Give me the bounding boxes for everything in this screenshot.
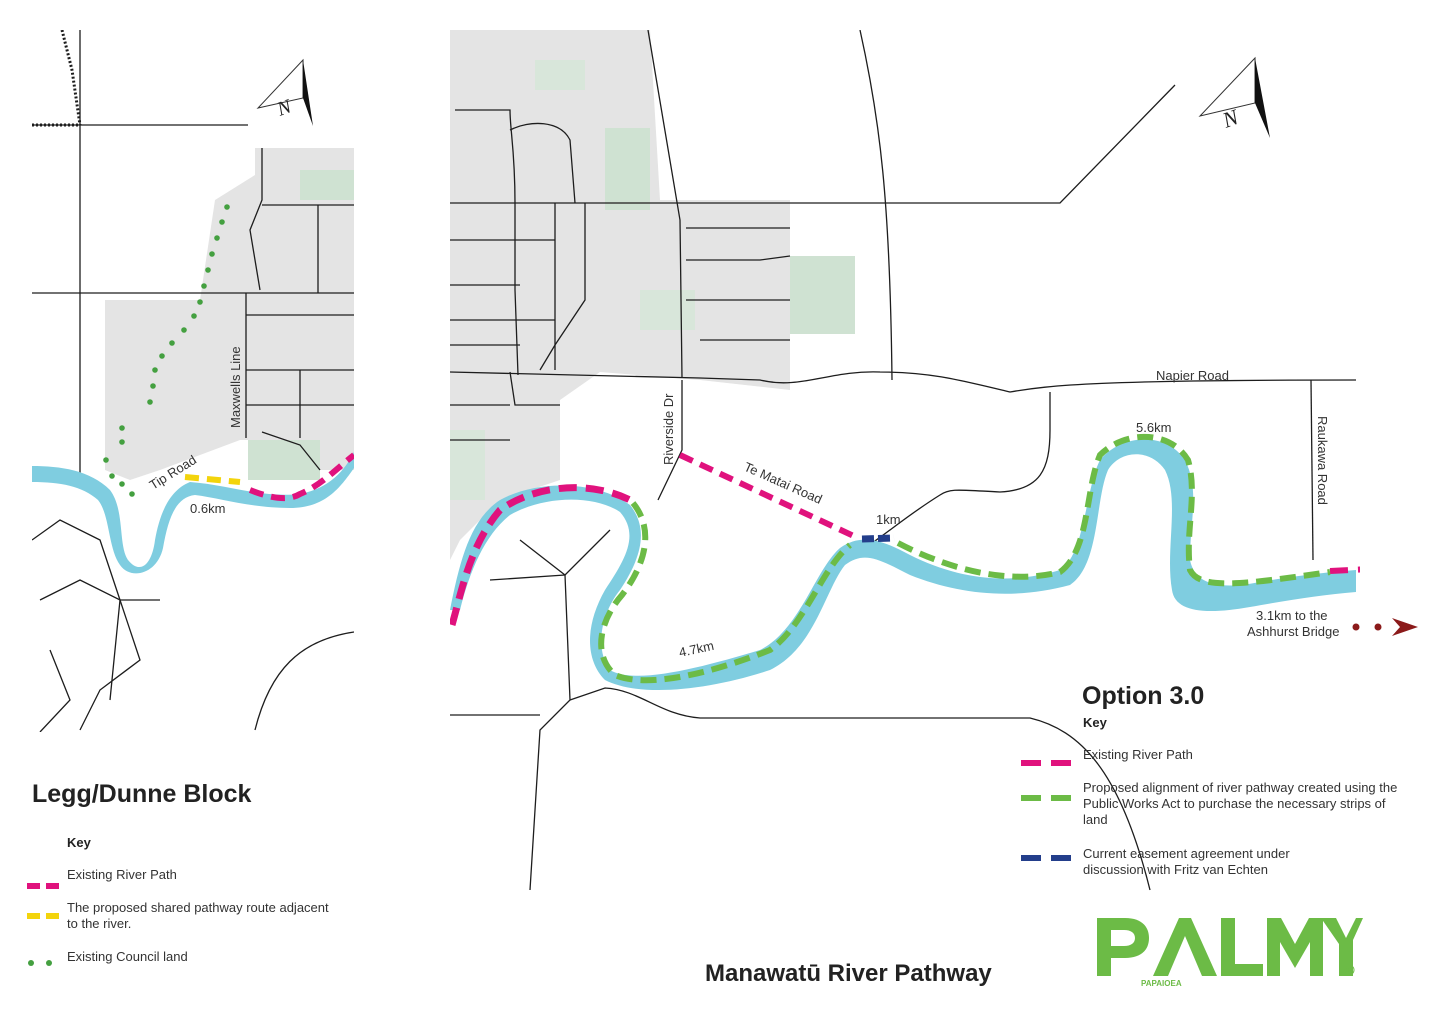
park-area [450, 430, 485, 500]
easement-path [861, 534, 895, 543]
left-key-item-existing: Existing River Path [67, 867, 177, 882]
direction-arrow-icon [1352, 618, 1418, 636]
river [450, 439, 1356, 691]
railway [60, 30, 82, 126]
north-arrow-icon: N [1198, 56, 1270, 138]
river [32, 452, 354, 574]
right-key-item-proposed: Proposed alignment of river pathway crea… [1083, 780, 1398, 827]
label-riverside-dr: Riverside Dr [661, 393, 676, 465]
yellow-dash-icon [27, 906, 65, 924]
park-area [640, 290, 695, 330]
right-map: Napier Road Raukawa Road Riverside Dr Te… [450, 30, 1360, 891]
proposed-shared-path [184, 474, 241, 485]
existing-river-path [450, 484, 632, 626]
proposed-river-path [598, 501, 852, 684]
north-arrow-icon: N [256, 58, 313, 126]
svg-text:N: N [1218, 104, 1243, 133]
label-raukawa-road: Raukawa Road [1315, 416, 1330, 505]
label-ashhurst-line2: Ashhurst Bridge [1247, 624, 1340, 639]
urban-area [105, 300, 170, 460]
road-network [32, 30, 354, 732]
right-key-item-existing: Existing River Path [1083, 747, 1193, 762]
road-network [450, 30, 1357, 891]
left-key-item-council: Existing Council land [67, 949, 188, 964]
park-area [535, 60, 585, 90]
svg-text:TM: TM [1345, 968, 1352, 974]
palmy-logo-graphic: PAPAIOEA TM [1097, 918, 1363, 988]
council-land-dots [103, 204, 230, 497]
left-map-title: Legg/Dunne Block [32, 780, 252, 808]
urban-area [105, 148, 354, 480]
blue-dash-icon [1021, 848, 1077, 866]
park-area [790, 256, 855, 334]
existing-river-path [678, 452, 860, 541]
right-key-heading: Key [1083, 715, 1107, 730]
right-key-item-easement: Current easement agreement under discuss… [1083, 846, 1290, 877]
proposed-river-path [896, 433, 1331, 587]
pink-dash-icon [1021, 753, 1077, 771]
label-napier-road: Napier Road [1156, 368, 1229, 383]
left-key-item-proposed: The proposed shared pathway route adjace… [67, 900, 329, 931]
label-distance-4-7km: 4.7km [678, 638, 716, 660]
label-distance-1km: 1km [876, 512, 901, 527]
park-area [605, 128, 650, 210]
right-map-title: Option 3.0 [1082, 682, 1205, 710]
label-te-matai-road: Te Matai Road [742, 459, 825, 507]
label-ashhurst-line1: 3.1km to the [1256, 608, 1328, 623]
park-area [300, 170, 354, 200]
label-distance-0-6km: 0.6km [190, 501, 225, 516]
urban-area [450, 380, 560, 560]
label-distance-5-6km: 5.6km [1136, 420, 1171, 435]
palmy-logo: PAPAIOEA TM [1095, 910, 1365, 995]
green-dash-icon [1021, 788, 1077, 806]
page-title: Manawatū River Pathway [705, 960, 992, 987]
green-dot-icon [28, 953, 64, 971]
pink-dash-icon [27, 876, 65, 894]
label-maxwells-line: Maxwells Line [228, 346, 243, 428]
park-area [248, 440, 320, 480]
existing-river-path [1329, 566, 1360, 574]
left-map: Tip Road Maxwells Line 0.6km [32, 30, 354, 732]
existing-river-path [248, 452, 354, 502]
left-key-heading: Key [67, 835, 91, 850]
svg-text:PAPAIOEA: PAPAIOEA [1141, 979, 1182, 988]
